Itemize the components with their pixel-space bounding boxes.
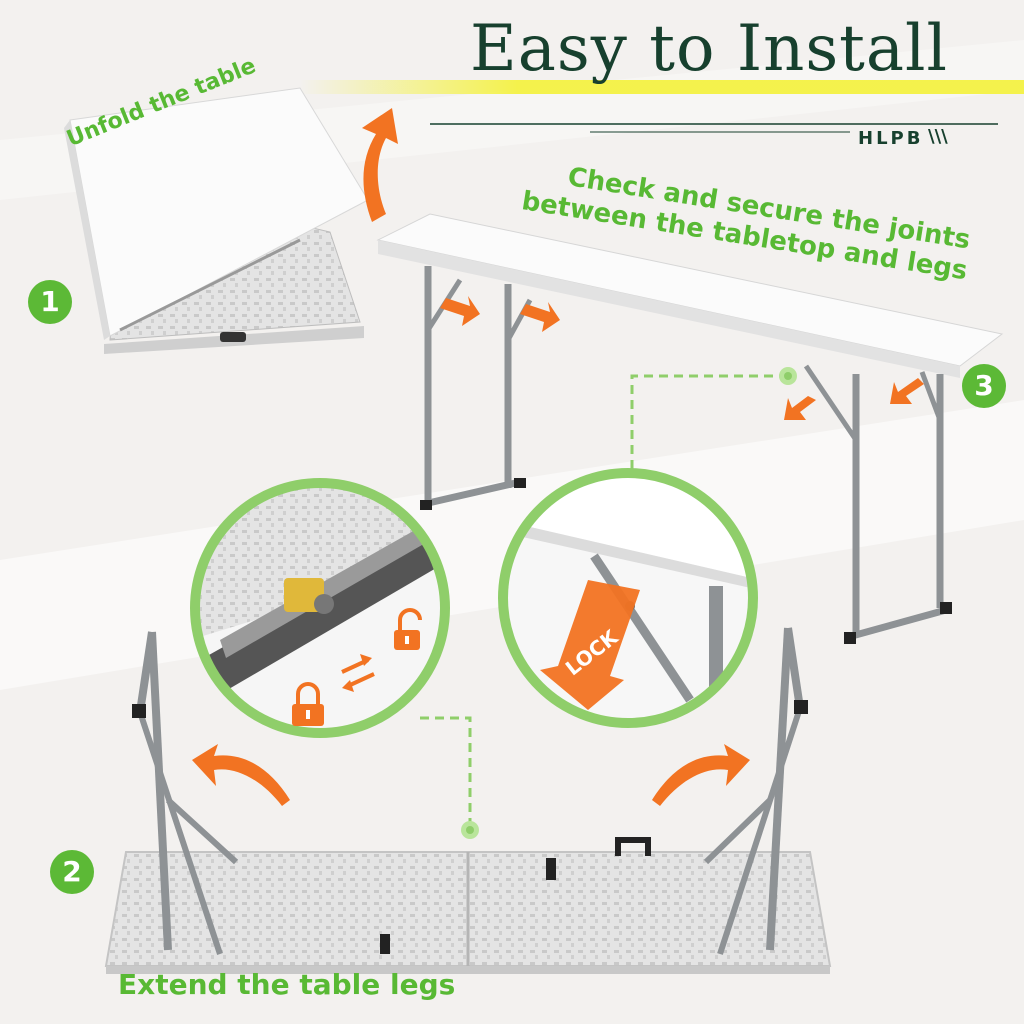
step3-standing-table <box>376 213 1004 644</box>
brand-logo: HLPB <box>858 128 924 149</box>
brand-mark: \\\ <box>928 126 948 147</box>
step3-number-badge: 3 <box>962 364 1006 408</box>
title-highlight <box>300 80 1024 94</box>
swap-arrows-icon <box>341 654 375 692</box>
step2-label: Extend the table legs <box>118 968 456 1001</box>
lock-zoom-callout <box>498 468 758 728</box>
hinge-zoom-callout <box>190 478 450 738</box>
curved-arrow-icon <box>362 108 398 222</box>
step1-folded-table <box>64 87 369 354</box>
unlock-icon <box>394 608 422 650</box>
left-curved-arrow-icon <box>192 744 290 806</box>
right-curved-arrow-icon <box>652 744 750 806</box>
step2-upside-down-table <box>104 627 832 974</box>
step3-arrows <box>440 296 924 420</box>
lock-arrow <box>540 580 640 710</box>
step1-number-badge: 1 <box>28 280 72 324</box>
lock-icon <box>292 682 324 726</box>
page-title: Easy to Install <box>470 12 948 86</box>
step2-number-badge: 2 <box>50 850 94 894</box>
callout-connectors <box>420 374 788 830</box>
